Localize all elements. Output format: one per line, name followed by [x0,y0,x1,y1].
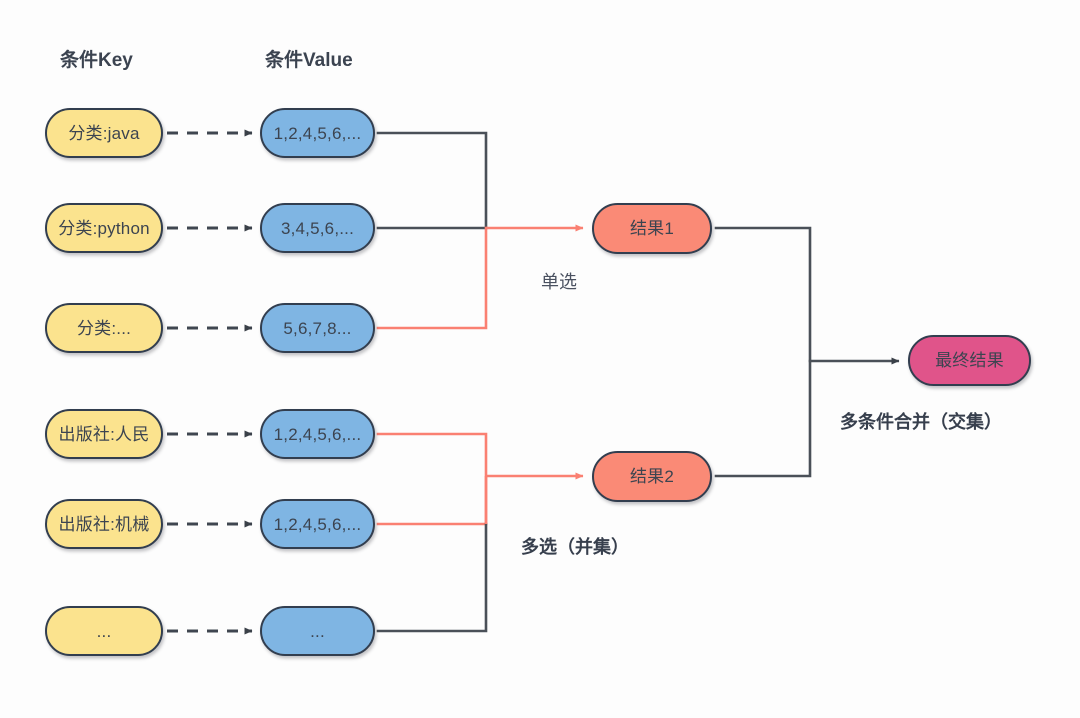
key-node-5[interactable]: 出版社:机械 [45,499,163,549]
value-node-5[interactable]: 1,2,4,5,6,... [260,499,375,549]
column-header-key: 条件Key [60,50,133,71]
key-node-3[interactable]: 分类:... [45,303,163,353]
key-node-6[interactable]: ... [45,606,163,656]
key-to-value-edges [167,129,253,635]
final-result-node[interactable]: 最终结果 [908,335,1031,386]
caption-final-merge: 多条件合并（交集） [840,412,1002,432]
key-node-1[interactable]: 分类:java [45,108,163,158]
caption-single-select: 单选 [541,272,577,292]
caption-multi-select: 多选（并集） [521,537,629,557]
upper-group-dark-edges [376,131,488,230]
result-node-2[interactable]: 结果2 [592,451,712,502]
upper-group-accent-edges [376,226,488,330]
column-header-value: 条件Value [265,50,353,71]
lower-group-dark-edges [376,522,488,633]
value-node-2[interactable]: 3,4,5,6,... [260,203,375,253]
value-node-6[interactable]: ... [260,606,375,656]
lower-group-accent-edges [376,432,488,526]
value-node-1[interactable]: 1,2,4,5,6,... [260,108,375,158]
key-node-4[interactable]: 出版社:人民 [45,409,163,459]
value-node-3[interactable]: 5,6,7,8... [260,303,375,353]
key-node-2[interactable]: 分类:python [45,203,163,253]
results-merge-edges [714,226,812,478]
value-node-4[interactable]: 1,2,4,5,6,... [260,409,375,459]
result-node-1[interactable]: 结果1 [592,203,712,254]
